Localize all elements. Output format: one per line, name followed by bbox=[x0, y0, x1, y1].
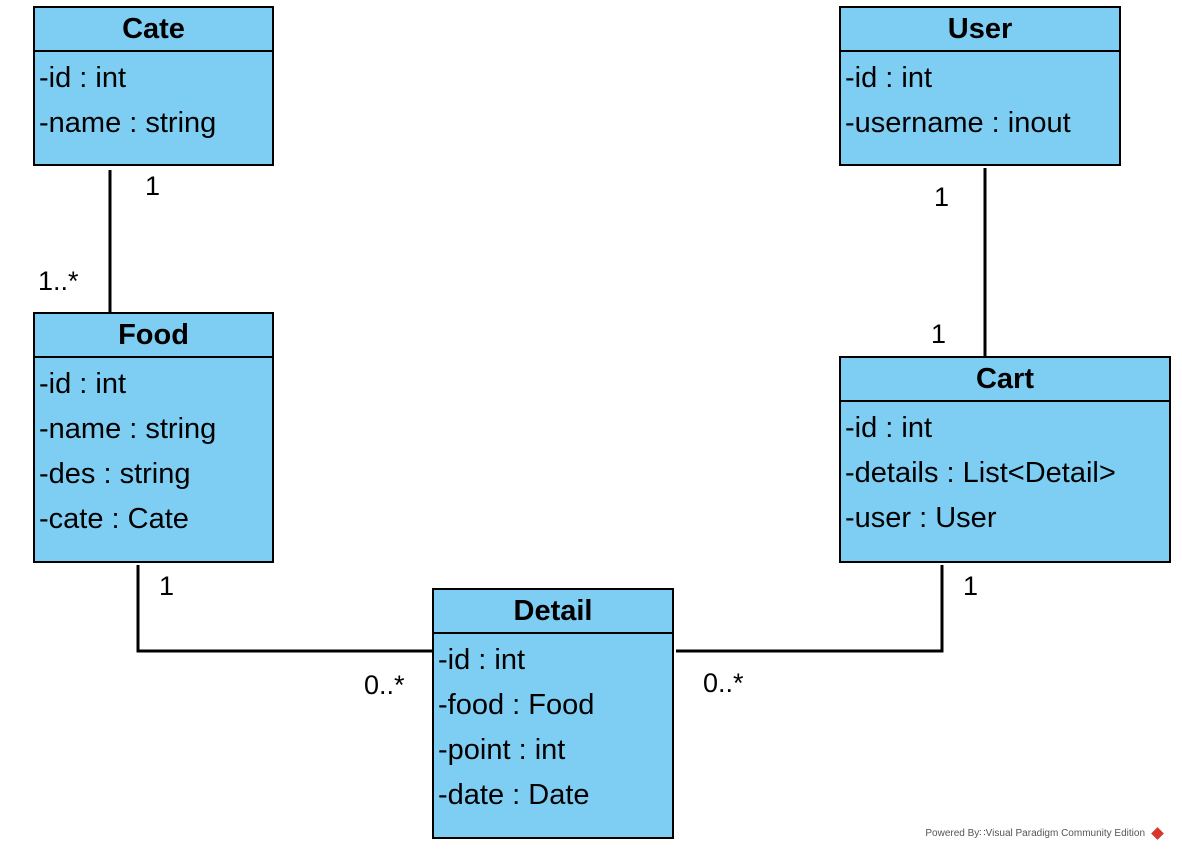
attribute: -id : int bbox=[39, 62, 127, 94]
multiplicity-user-end: 1 bbox=[934, 182, 950, 212]
multiplicity-food-detail-detail-end: 0..* bbox=[364, 670, 405, 700]
attribute-list: -id : int -username : inout bbox=[841, 52, 1119, 146]
attribute: -details : List<Detail> bbox=[845, 457, 1116, 489]
multiplicity-cart-end: 1 bbox=[931, 319, 947, 349]
attribute: -cate : Cate bbox=[39, 503, 189, 535]
attribute-list: -id : int -name : string bbox=[35, 52, 272, 146]
attribute: -id : int bbox=[438, 644, 526, 676]
class-name: Detail bbox=[434, 590, 672, 634]
powered-by-footer: Powered By∷Visual Paradigm Community Edi… bbox=[925, 827, 1164, 840]
attribute-list: -id : int -details : List<Detail> -user … bbox=[841, 402, 1169, 541]
attribute-list: -id : int -food : Food -point : int -dat… bbox=[434, 634, 672, 818]
multiplicity-cart-detail-detail-end: 0..* bbox=[703, 668, 744, 698]
class-name: Cate bbox=[35, 8, 272, 52]
attribute: -name : string bbox=[39, 107, 217, 139]
attribute: -username : inout bbox=[845, 107, 1071, 139]
attribute: -food : Food bbox=[438, 689, 595, 721]
attribute: -id : int bbox=[845, 412, 933, 444]
multiplicity-cate-end: 1 bbox=[145, 171, 161, 201]
attribute: -name : string bbox=[39, 413, 217, 445]
cart-detail-association-line bbox=[676, 565, 944, 653]
multiplicity-food-detail-food-end: 1 bbox=[159, 571, 175, 601]
class-detail[interactable]: Detail -id : int -food : Food -point : i… bbox=[432, 588, 674, 839]
attribute: -id : int bbox=[845, 62, 933, 94]
class-food[interactable]: Food -id : int -name : string -des : str… bbox=[33, 312, 274, 563]
multiplicity-food-end: 1..* bbox=[38, 266, 79, 296]
attribute: -user : User bbox=[845, 502, 997, 534]
food-detail-association-line bbox=[136, 565, 432, 653]
attribute: -des : string bbox=[39, 458, 191, 490]
attribute: -date : Date bbox=[438, 779, 590, 811]
class-cate[interactable]: Cate -id : int -name : string bbox=[33, 6, 274, 166]
class-name: Food bbox=[35, 314, 272, 358]
class-cart[interactable]: Cart -id : int -details : List<Detail> -… bbox=[839, 356, 1171, 563]
class-name: User bbox=[841, 8, 1119, 52]
multiplicity-cart-detail-cart-end: 1 bbox=[963, 571, 979, 601]
attribute-list: -id : int -name : string -des : string -… bbox=[35, 358, 272, 542]
visual-paradigm-logo-icon bbox=[1151, 827, 1164, 840]
attribute: -id : int bbox=[39, 368, 127, 400]
attribute: -point : int bbox=[438, 734, 566, 766]
class-user[interactable]: User -id : int -username : inout bbox=[839, 6, 1121, 166]
footer-text: Powered By∷Visual Paradigm Community Edi… bbox=[925, 828, 1145, 839]
class-name: Cart bbox=[841, 358, 1169, 402]
